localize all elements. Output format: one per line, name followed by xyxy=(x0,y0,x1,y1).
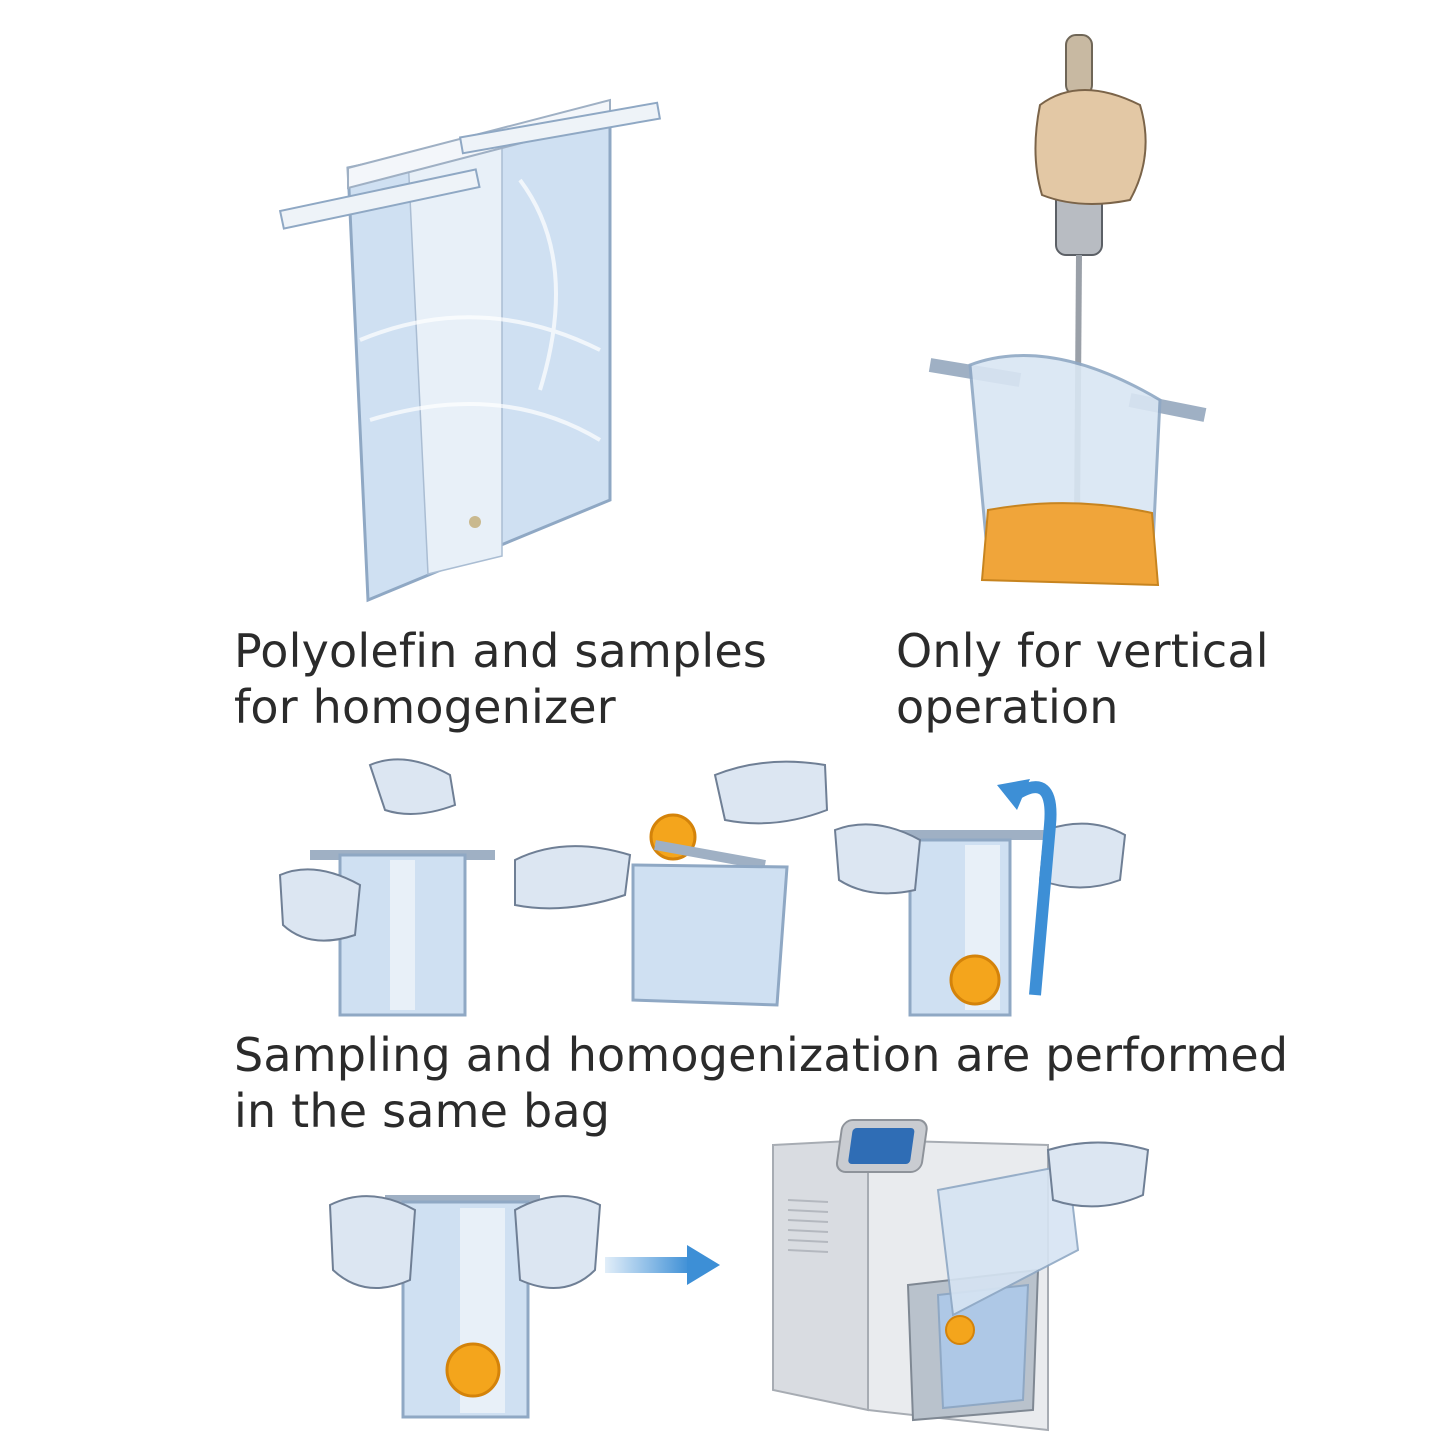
filled-bag-illustration xyxy=(328,1195,602,1419)
caption-vertical-use: Only for vertical operation xyxy=(896,623,1269,735)
step-open-bag-illustration xyxy=(278,758,495,1017)
caption-line: for homogenizer xyxy=(234,680,616,734)
caption-same-bag: Sampling and homogenization are performe… xyxy=(234,1027,1288,1139)
caption-bag-material: Polyolefin and samples for homogenizer xyxy=(234,623,767,735)
right-arrow-icon xyxy=(605,1245,720,1285)
homogenizer-machine-illustration xyxy=(772,1119,1150,1432)
sampling-bag-illustration xyxy=(278,98,662,603)
caption-line: in the same bag xyxy=(234,1084,611,1138)
curved-arrow-icon xyxy=(997,779,1057,996)
step-close-bag-illustration xyxy=(833,779,1127,1017)
caption-line: Polyolefin and samples xyxy=(234,624,767,678)
step-insert-sample-illustration xyxy=(514,760,829,1007)
caption-line: Only for vertical xyxy=(896,624,1269,678)
caption-line: Sampling and homogenization are performe… xyxy=(234,1028,1289,1082)
caption-line: operation xyxy=(896,680,1119,734)
pipette-bag-illustration xyxy=(928,34,1207,587)
